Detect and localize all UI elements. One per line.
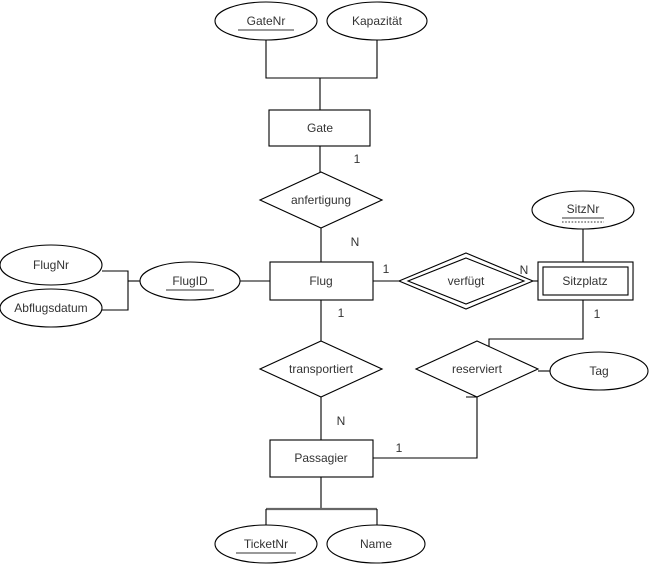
relationship-transportiert-label: transportiert [289,362,354,376]
attribute-name-ellipse[interactable] [326,524,426,564]
relationship-anfertigung-label: anfertigung [291,193,351,207]
attribute-flugnr[interactable]: FlugNr [0,244,103,286]
cardinality-sitzplatz-reserviert: 1 [594,307,601,321]
attribute-kapazitaet-ellipse[interactable] [326,1,428,41]
attribute-gatenr[interactable]: GateNr [214,1,318,41]
attribute-ticketnr[interactable]: TicketNr [214,524,318,564]
attribute-kapazitaet-label: Kapazität [352,14,403,28]
cardinality-passagier-reserviert: 1 [396,441,403,455]
attribute-name-label: Name [360,537,392,551]
cardinality-verfuegt-sitzplatz: N [520,263,529,277]
relationship-transportiert[interactable]: transportiert [258,340,384,398]
edge-reserviert-to-passagier [373,396,478,459]
attribute-tag[interactable]: Tag [549,351,649,391]
entity-gate-label: Gate [307,121,333,135]
entity-sitzplatz-label: Sitzplatz [562,274,607,288]
relationship-reserviert[interactable]: reserviert [414,340,540,398]
edge-sitzplatz-to-reserviert [488,300,584,347]
entity-sitzplatz-rect-inner [542,266,629,296]
attribute-abflugsdatum[interactable]: Abflugsdatum [0,288,103,328]
attribute-tag-ellipse[interactable] [549,351,649,391]
relationship-reserviert-diamond[interactable] [414,340,540,398]
entity-flug-rect[interactable] [269,261,374,301]
attribute-sitznr-label: SitzNr [567,202,600,216]
entity-passagier-rect[interactable] [269,439,374,478]
attribute-ticketnr-label: TicketNr [244,537,288,551]
entity-flug[interactable]: Flug [269,261,374,301]
attribute-flugnr-ellipse[interactable] [0,244,103,286]
relationship-verfuegt[interactable]: verfügt [397,252,535,310]
attribute-tag-label: Tag [589,364,608,378]
cardinality-flug-verfuegt: 1 [383,262,390,276]
attribute-abflugsdatum-ellipse[interactable] [0,288,103,328]
attribute-name[interactable]: Name [326,524,426,564]
attribute-flugid[interactable]: FlugID [139,261,241,301]
cardinality-labels: 1 N 1 N 1 1 N 1 [337,152,601,455]
edge-gate-attributes-bus [265,40,378,79]
attribute-flugnr-label: FlugNr [33,258,69,272]
relationship-anfertigung-diamond[interactable] [258,171,384,229]
cardinality-anfertigung-flug: N [351,235,360,249]
relationship-verfuegt-diamond-inner [406,257,526,305]
attribute-flugid-label: FlugID [172,274,208,288]
attribute-flugid-ellipse[interactable] [139,261,241,301]
relationship-nodes: anfertigung verfügt transportiert reserv… [258,171,540,398]
entity-flug-label: Flug [309,274,332,288]
entity-passagier-label: Passagier [294,451,347,465]
relationship-reserviert-label: reserviert [452,362,503,376]
cardinality-flug-transportiert: 1 [338,306,345,320]
connection-lines [102,40,584,525]
cardinality-gate-anfertigung: 1 [354,152,361,166]
attribute-kapazitaet[interactable]: Kapazität [326,1,428,41]
relationship-transportiert-diamond[interactable] [258,340,384,398]
entity-sitzplatz[interactable]: Sitzplatz [537,261,634,301]
attribute-abflugsdatum-label: Abflugsdatum [14,301,87,315]
attribute-gatenr-label: GateNr [247,14,286,28]
relationship-verfuegt-label: verfügt [448,274,485,288]
cardinality-transportiert-passagier: N [337,414,346,428]
attribute-sitznr-ellipse[interactable] [531,190,635,230]
edge-flug-attributes-bus [102,270,129,311]
entity-gate[interactable]: Gate [268,109,371,147]
relationship-anfertigung[interactable]: anfertigung [258,171,384,229]
entity-gate-rect[interactable] [268,109,371,147]
entity-nodes: Gate Flug Sitzplatz Passagier [268,109,634,478]
attribute-sitznr[interactable]: SitzNr [531,190,635,230]
entity-passagier[interactable]: Passagier [269,439,374,478]
